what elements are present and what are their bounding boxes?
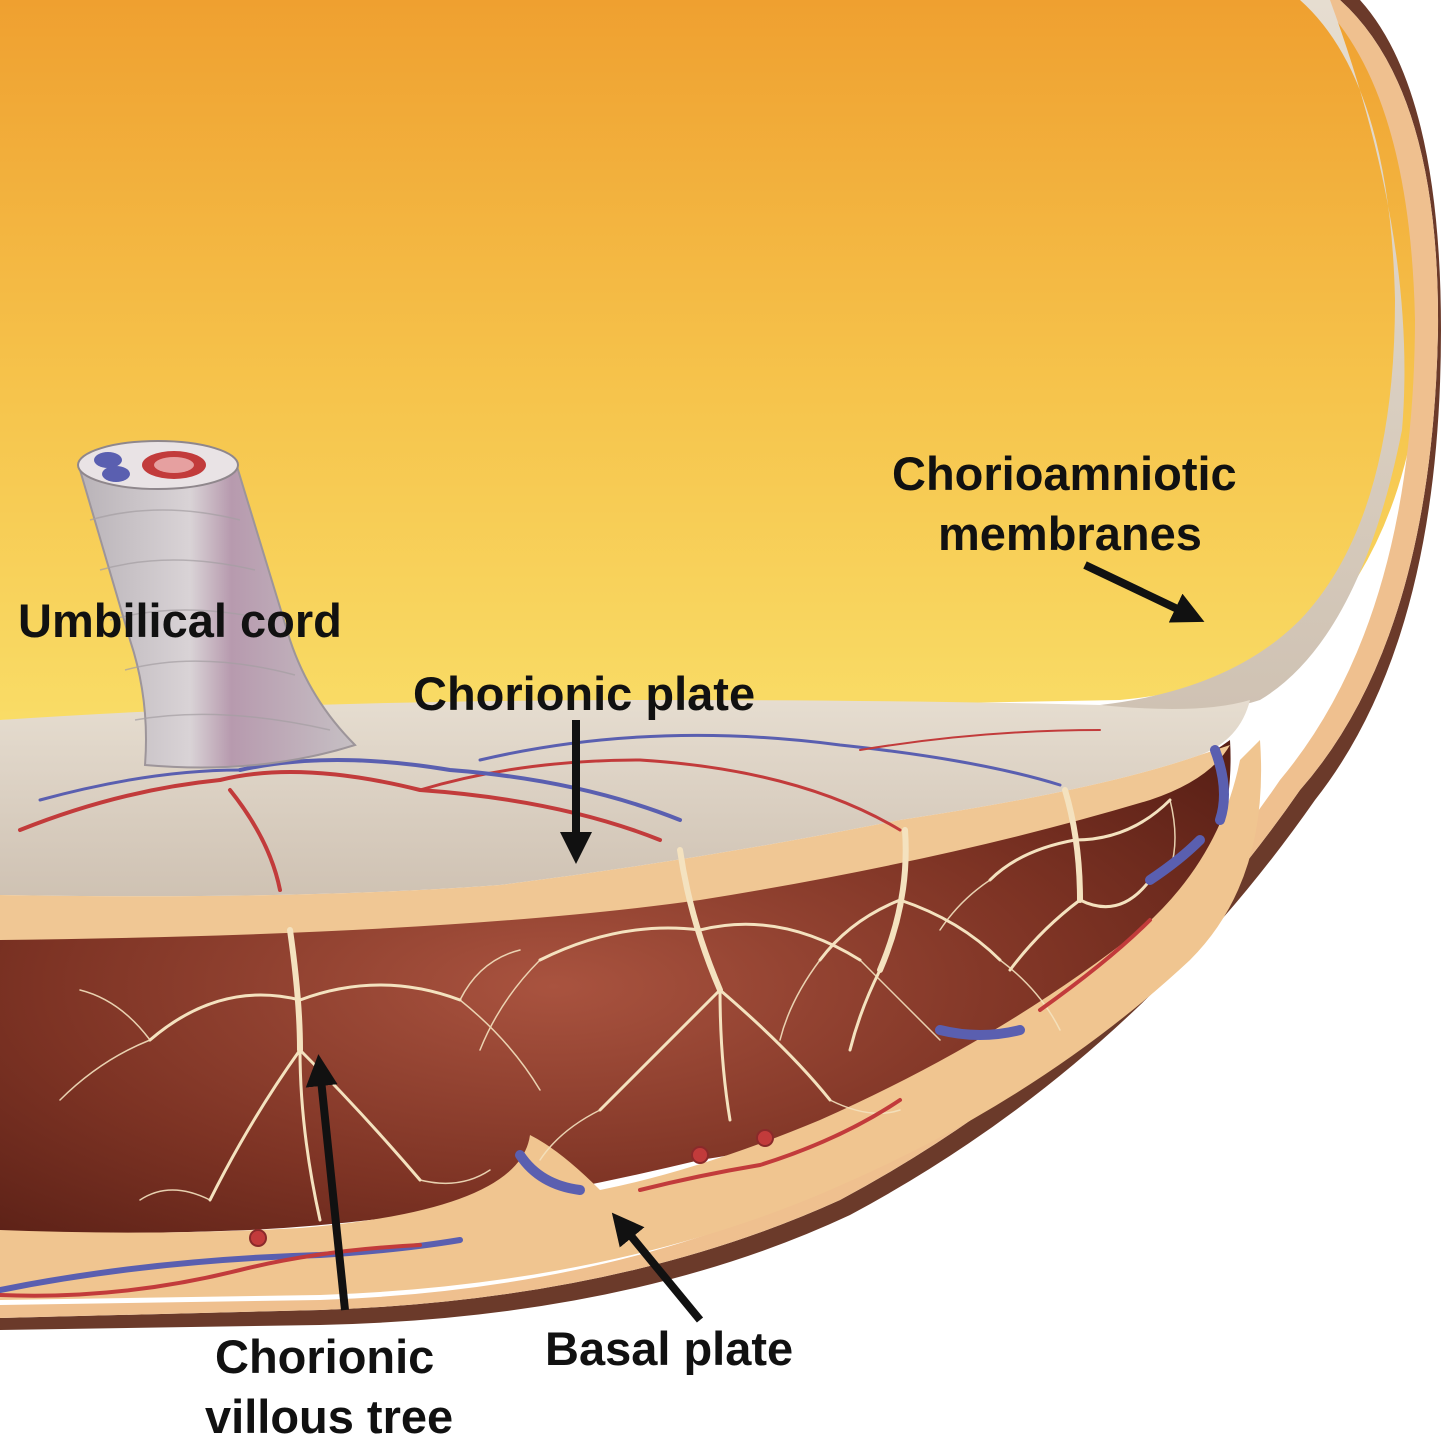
label-basal-plate: Basal plate (545, 1322, 793, 1375)
label-umbilical-cord: Umbilical cord (18, 594, 342, 647)
label-villous-line1: Chorionic (215, 1330, 434, 1383)
label-chorioamniotic-line2: membranes (938, 507, 1202, 560)
label-chorioamniotic-line1: Chorioamniotic (892, 447, 1237, 500)
label-chorionic-plate: Chorionic plate (413, 667, 755, 720)
label-villous-line2: villous tree (205, 1390, 453, 1440)
